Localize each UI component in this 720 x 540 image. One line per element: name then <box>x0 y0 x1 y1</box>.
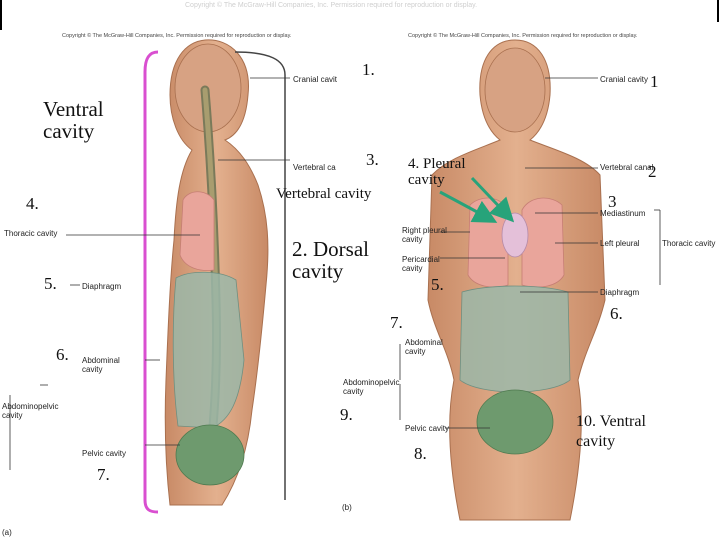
leader-lines-a <box>9 77 290 470</box>
ventral-cavity-10-line1: 10. Ventral <box>576 413 646 430</box>
label-b-left-pleural: Left pleural <box>600 239 640 248</box>
dorsal-cavity-text: 2. Dorsal cavity <box>292 238 369 282</box>
annotation-6a: 6. <box>56 345 69 364</box>
ventral-bracket <box>143 50 159 514</box>
label-b-pericardial-line2: cavity <box>402 264 423 273</box>
label-b-thoracic: Thoracic cavity <box>662 239 716 248</box>
label-a-abdominopelvic-line1: Abdominopelvic <box>2 402 59 411</box>
annotation-8: 8. <box>414 444 427 463</box>
label-b-mediastinum: Mediastinum <box>600 209 646 218</box>
label-a-abdominal-line1: Abdominal <box>82 356 120 365</box>
label-a-thoracic: Thoracic cavity <box>4 229 58 238</box>
dorsal-cavity-line2: cavity <box>292 259 344 283</box>
caption-a: (a) <box>2 528 12 537</box>
pleural-cavity-text: 4. Pleural cavity <box>408 156 466 188</box>
annotation-7b: 7. <box>97 465 110 484</box>
label-b-pericardial: Pericardial cavity <box>402 255 440 273</box>
frame-edge-right <box>717 0 719 22</box>
label-b-abdominal: Abdominal cavity <box>405 338 443 356</box>
label-a-abdominal: Abdominal cavity <box>82 356 120 374</box>
copyright-banner: Copyright © The McGraw-Hill Companies, I… <box>185 2 478 9</box>
annotation-3a: 3. <box>366 150 379 169</box>
annotation-1a: 1. <box>362 60 375 79</box>
label-a-diaphragm: Diaphragm <box>82 282 122 291</box>
ventral-cavity-10-line2: cavity <box>576 433 616 450</box>
label-b-right-pleural: Right pleural cavity <box>402 226 447 244</box>
annotation-1b: 1 <box>650 72 659 91</box>
caption-b: (b) <box>342 503 352 512</box>
label-b-right-pleural-line1: Right pleural <box>402 226 447 235</box>
dorsal-bracket <box>234 51 286 500</box>
label-b-abdominopelvic-line1: Abdominopelvic <box>343 378 400 387</box>
ventral-cavity-10-text: 10. Ventral cavity <box>576 412 646 452</box>
annotation-4: 4. <box>26 194 39 213</box>
panel-b-body <box>427 39 606 521</box>
annotation-7a: 7. <box>390 313 403 332</box>
label-b-cranial: Cranial cavity <box>600 75 649 84</box>
label-a-abdominal-line2: cavity <box>82 365 103 374</box>
label-a-abdominopelvic: Abdominopelvic cavity <box>2 402 58 420</box>
annotation-5b: 5. <box>431 275 444 294</box>
label-a-pelvic: Pelvic cavity <box>82 449 127 458</box>
label-b-pericardial-line1: Pericardial <box>402 255 440 264</box>
pleural-arrow-2 <box>439 190 498 223</box>
vertebral-cavity-text: Vertebral cavity <box>276 186 372 202</box>
pleural-arrow-1 <box>470 176 515 223</box>
label-a-vertebral: Vertebral ca <box>293 163 336 172</box>
copyright-panel-a: Copyright © The McGraw-Hill Companies, I… <box>62 33 292 39</box>
leader-lines-b <box>399 77 661 429</box>
label-b-pelvic: Pelvic cavity <box>405 424 450 433</box>
label-a-abdominopelvic-line2: cavity <box>2 411 23 420</box>
annotation-2: 2 <box>648 162 657 181</box>
pleural-cavity-line2: cavity <box>408 172 445 188</box>
pleural-cavity-line1: 4. Pleural <box>408 156 466 172</box>
annotation-6b: 6. <box>610 304 623 323</box>
panel-a-body <box>164 39 269 506</box>
ventral-cavity-line1: Ventral <box>43 97 104 121</box>
label-b-diaphragm: Diaphragm <box>600 288 640 297</box>
ventral-cavity-heading: Ventral cavity <box>43 98 104 142</box>
label-b-abdominal-line1: Abdominal <box>405 338 443 347</box>
copyright-panel-b: Copyright © The McGraw-Hill Companies, I… <box>408 33 638 39</box>
frame-edge-left <box>0 0 2 30</box>
label-b-abdominal-line2: cavity <box>405 347 426 356</box>
label-b-right-pleural-line2: cavity <box>402 235 423 244</box>
annotation-3b: 3 <box>608 192 617 211</box>
label-b-abdominopelvic-line2: cavity <box>343 387 364 396</box>
dorsal-cavity-line1: 2. Dorsal <box>292 237 369 261</box>
annotation-9: 9. <box>340 405 353 424</box>
ventral-cavity-line2: cavity <box>43 119 95 143</box>
label-b-abdominopelvic: Abdominopelvic cavity <box>343 378 399 396</box>
annotation-5a: 5. <box>44 274 57 293</box>
label-b-vertebral: Vertebral canal <box>600 163 654 172</box>
label-a-cranial: Cranial cavit <box>293 75 338 84</box>
